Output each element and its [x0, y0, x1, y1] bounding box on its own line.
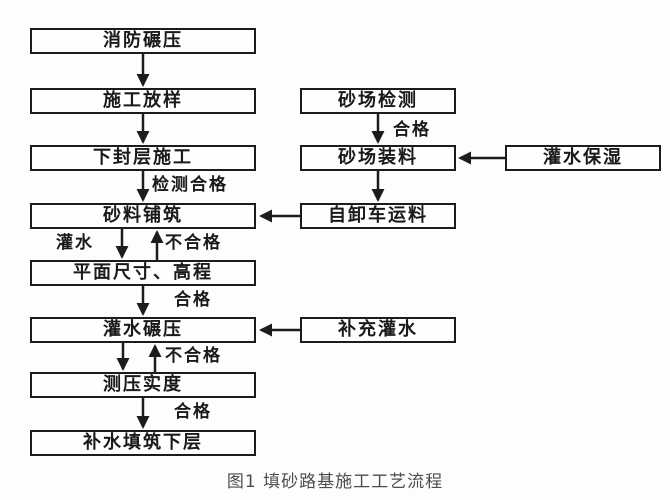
node-water-filling-rolling: 灌水碾压: [30, 317, 256, 343]
node-label: 下封层施工: [93, 147, 193, 168]
node-label: 自卸车运料: [328, 205, 428, 226]
node-label: 砂场检测: [338, 90, 418, 111]
edge-label-inspection-pass: 检测合格: [152, 175, 228, 195]
edge-label-pass-right: 合格: [393, 120, 431, 140]
node-watering-moisturizing: 灌水保湿: [505, 145, 661, 171]
node-compaction-test: 测压实度: [30, 372, 256, 398]
node-sand-yard-inspection: 砂场检测: [300, 88, 456, 114]
node-label: 砂场装料: [338, 147, 418, 168]
node-label: 测压实度: [103, 374, 183, 395]
figure-caption: 图1 填砂路基施工工艺流程: [226, 472, 444, 492]
node-label: 施工放样: [103, 90, 183, 111]
node-plan-size-elevation: 平面尺寸、高程: [30, 260, 256, 286]
node-label: 灌水碾压: [103, 319, 183, 340]
node-dump-truck-hauling: 自卸车运料: [300, 203, 456, 229]
edge-label-pass-1: 合格: [174, 290, 212, 310]
node-label: 砂料铺筑: [103, 205, 183, 226]
node-sand-yard-loading: 砂场装料: [300, 145, 456, 171]
node-sand-paving: 砂料铺筑: [30, 203, 256, 229]
node-lower-seal: 下封层施工: [30, 145, 256, 171]
node-supplementary-watering: 补充灌水: [300, 317, 456, 343]
node-label: 补充灌水: [338, 319, 418, 340]
node-rewater-fill-layer: 补水填筑下层: [30, 430, 256, 456]
node-construction-layout: 施工放样: [30, 88, 256, 114]
edge-label-pass-2: 合格: [174, 402, 212, 422]
edge-label-fail-1: 不合格: [165, 233, 222, 253]
node-fire-rolling: 消防碾压: [30, 28, 256, 54]
node-label: 补水填筑下层: [83, 432, 203, 453]
edge-label-fail-2: 不合格: [165, 346, 222, 366]
node-label: 平面尺寸、高程: [73, 262, 213, 283]
node-label: 消防碾压: [103, 30, 183, 51]
edge-label-watering: 灌水: [56, 233, 94, 253]
node-label: 灌水保湿: [543, 147, 623, 168]
